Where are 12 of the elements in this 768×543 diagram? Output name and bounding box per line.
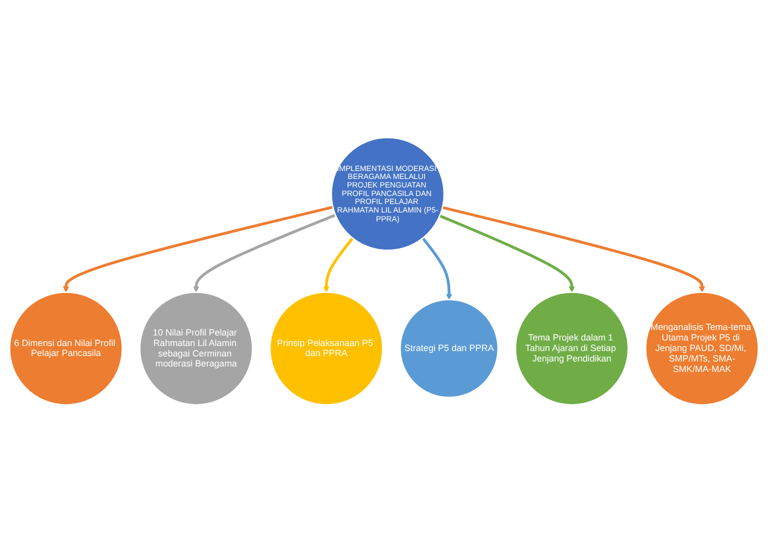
arrow	[442, 206, 706, 293]
node-circle: Menganalisis Tema-tema Utama Projek P5 di Jenjang PAUD, SD/Mi, SMP/MTs, SMA-SMK/MA-MAK	[644, 292, 760, 406]
node-circle: 10 Nilai Profil Pelajar Rahmatan Lil Alamin sebagai Cerminan moderasi Beragama	[139, 292, 254, 406]
arrow	[193, 214, 336, 293]
arrow	[422, 238, 452, 300]
node-circle: Prinsip Pelaksanaan P5 dan PPRA	[269, 292, 384, 406]
arrow	[62, 206, 334, 293]
node-circle: Strategi P5 dan PPRA	[399, 299, 499, 398]
arrow	[323, 238, 354, 293]
node-circle: 6 Dimensi dan Nilai Profil Pelajar Pancasila	[8, 292, 124, 406]
arrow	[439, 214, 575, 293]
node-circle: Tema Projek dalam 1 Tahun Ajaran di Setiap Jenjang Pendidikan	[514, 292, 629, 406]
